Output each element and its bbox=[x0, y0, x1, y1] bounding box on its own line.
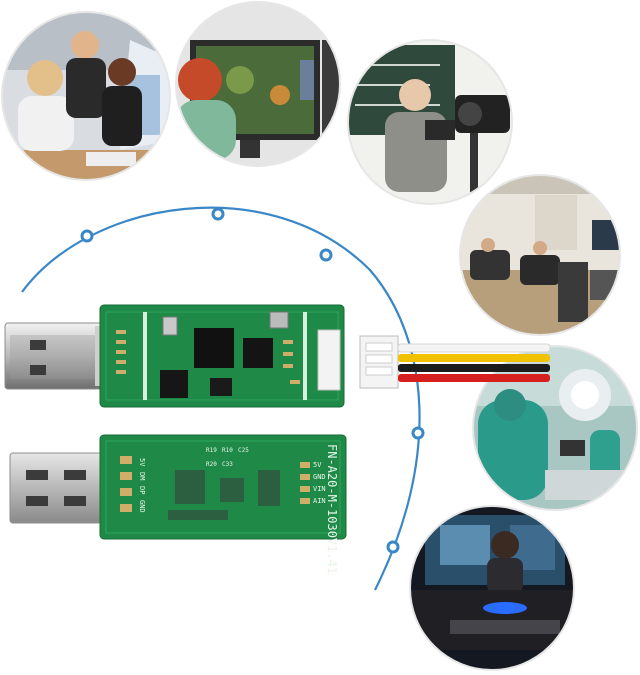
pcb-ref-c33: C33 bbox=[222, 461, 233, 468]
arc-dot bbox=[319, 248, 333, 262]
connector-arc bbox=[21, 206, 425, 591]
pcb-left-label-5v: 5V bbox=[138, 458, 146, 467]
scene-lecture-video bbox=[347, 39, 513, 205]
arc-dot bbox=[411, 426, 425, 440]
pcb-back: FN-A20-M-1030V1.41 5V GND VIN AIN 5V DM … bbox=[9, 434, 347, 574]
pcb-pin-label-vin: VIN bbox=[313, 485, 326, 493]
pcb-left-label-dp: DP bbox=[138, 486, 146, 494]
pcb-pin-label-gnd: GND bbox=[313, 473, 326, 481]
wire-harness bbox=[359, 335, 551, 389]
pcb-pin-label-ain: AIN bbox=[313, 497, 326, 505]
arc-dot bbox=[386, 540, 400, 554]
scene-surgery bbox=[472, 345, 638, 511]
usb-plug-bottom bbox=[9, 452, 107, 524]
arc-dot bbox=[211, 207, 225, 221]
usb-plug-top bbox=[4, 322, 107, 390]
pcb-ref-c25: C25 bbox=[238, 447, 249, 454]
arc-dot bbox=[80, 229, 94, 243]
pcb-left-label-gnd: GND bbox=[138, 500, 146, 513]
scene-gaming bbox=[175, 1, 341, 167]
pcb-model-label: FN-A20-M-1030V1.41 bbox=[325, 444, 339, 574]
pcb-ref-r20: R20 bbox=[206, 461, 217, 468]
pcb-pin-label-5v: 5V bbox=[313, 461, 322, 469]
scene-streaming bbox=[409, 505, 575, 671]
pcb-left-label-dm: DM bbox=[138, 472, 146, 480]
scene-home-theater bbox=[459, 174, 621, 336]
scene-classroom bbox=[1, 11, 171, 181]
pcb-ref-r19: R19 bbox=[206, 447, 217, 454]
pcb-ref-r10: R10 bbox=[222, 447, 233, 454]
pcb-front bbox=[4, 304, 345, 408]
